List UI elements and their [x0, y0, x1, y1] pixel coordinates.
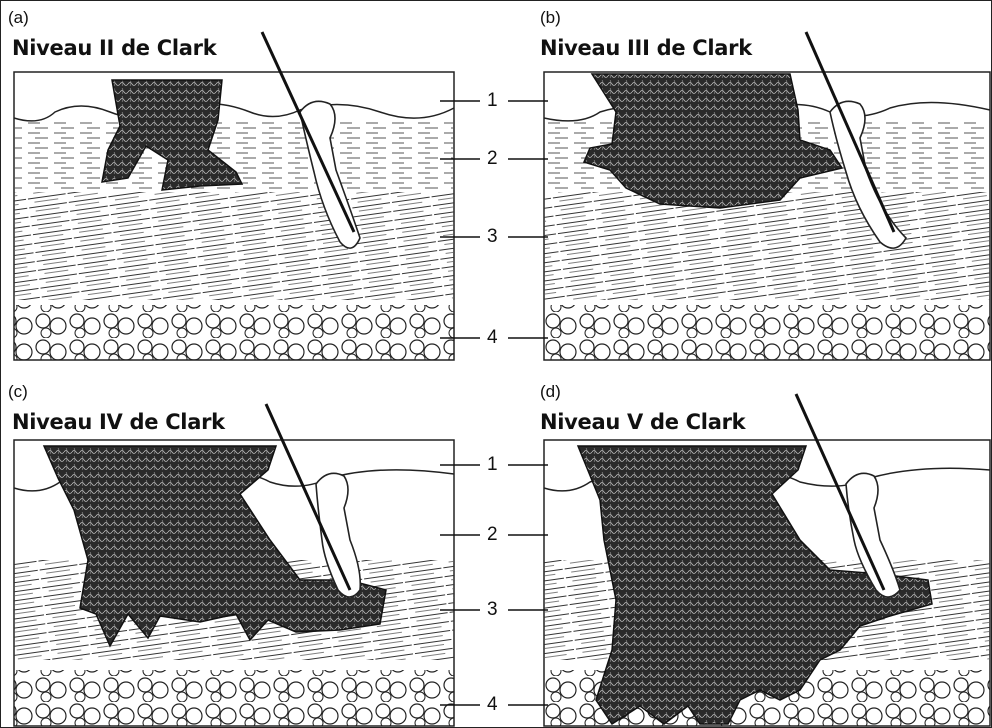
layer-label-2-top: 2: [484, 149, 501, 169]
layer-label-2-bottom: 2: [484, 525, 501, 545]
layer-label-4-bottom: 4: [484, 695, 501, 715]
panel-d-letter: (d): [540, 382, 561, 402]
layer-label-1-bottom: 1: [484, 455, 501, 475]
panel-c-title: Niveau IV de Clark: [12, 410, 225, 434]
panel-b-title: Niveau III de Clark: [540, 36, 752, 60]
panel-a-letter: (a): [8, 8, 29, 28]
panel-b-letter: (b): [540, 8, 561, 28]
panel-a-illustration: [14, 32, 454, 360]
panel-c-illustration: [14, 404, 454, 726]
leader-lines-bottom: [440, 465, 548, 705]
panel-a-title: Niveau II de Clark: [12, 36, 216, 60]
layer-label-4-top: 4: [484, 328, 501, 348]
panel-c-letter: (c): [8, 382, 28, 402]
layer-label-3-bottom: 3: [484, 600, 501, 620]
layer-label-3-top: 3: [484, 227, 501, 247]
panel-d-title: Niveau V de Clark: [540, 410, 745, 434]
panel-d-illustration: [544, 394, 990, 726]
layer-label-1-top: 1: [484, 91, 501, 111]
leader-lines-top: [440, 101, 548, 338]
panel-b-illustration: [544, 32, 990, 360]
